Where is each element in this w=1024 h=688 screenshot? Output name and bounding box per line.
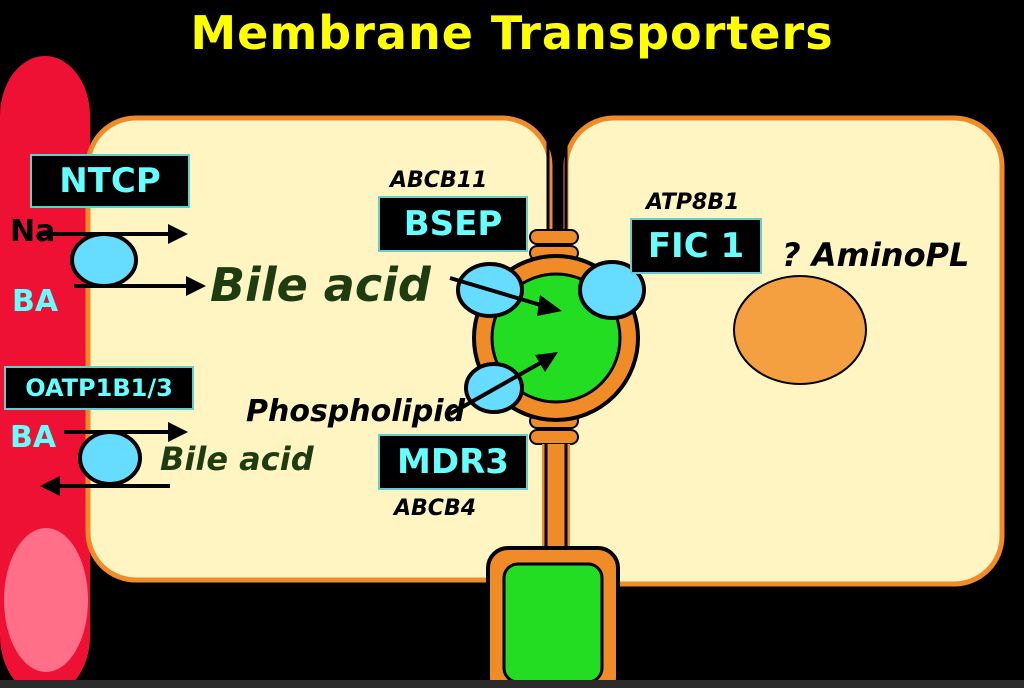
bottom-strip — [0, 680, 1024, 688]
arrowhead — [537, 295, 562, 316]
arrowhead — [535, 352, 558, 372]
bile-acid-large-label: Bile acid — [210, 258, 431, 312]
junction-bar — [529, 229, 579, 245]
phospholipid-arrow — [449, 360, 543, 416]
ntcp-label: NTCP — [30, 154, 190, 208]
oatp-transporter — [78, 430, 142, 486]
atp8b1-label: ATP8B1 — [646, 190, 740, 215]
bile-acid-arrow — [449, 276, 545, 308]
bile-acid-small-label: Bile acid — [160, 440, 314, 478]
bile-duct-inner — [502, 562, 604, 684]
ba-label-bottom: BA — [10, 420, 57, 455]
bsep-label: BSEP — [378, 196, 528, 252]
oatp-label: OATP1B1/3 — [4, 366, 194, 410]
aminopl-label: ? AminoPL — [782, 236, 970, 274]
fic1-transporter — [578, 260, 646, 320]
ntcp-transporter — [70, 232, 138, 288]
abcb11-label: ABCB11 — [390, 168, 488, 193]
junction-bar — [529, 429, 579, 445]
phospholipid-label: Phospholipid — [246, 394, 466, 429]
fic1-label: FIC 1 — [630, 218, 762, 274]
na-label: Na — [10, 214, 56, 249]
arrowhead — [168, 224, 188, 244]
ba-label-top: BA — [12, 284, 59, 319]
arrowhead — [186, 276, 206, 296]
page-title: Membrane Transporters — [190, 6, 834, 60]
vessel-blood-cell — [4, 528, 88, 672]
mdr3-label: MDR3 — [378, 434, 528, 490]
abcb4-label: ABCB4 — [394, 496, 477, 521]
arrowhead — [168, 422, 188, 442]
arrowhead — [40, 476, 60, 496]
nucleus — [733, 275, 867, 385]
